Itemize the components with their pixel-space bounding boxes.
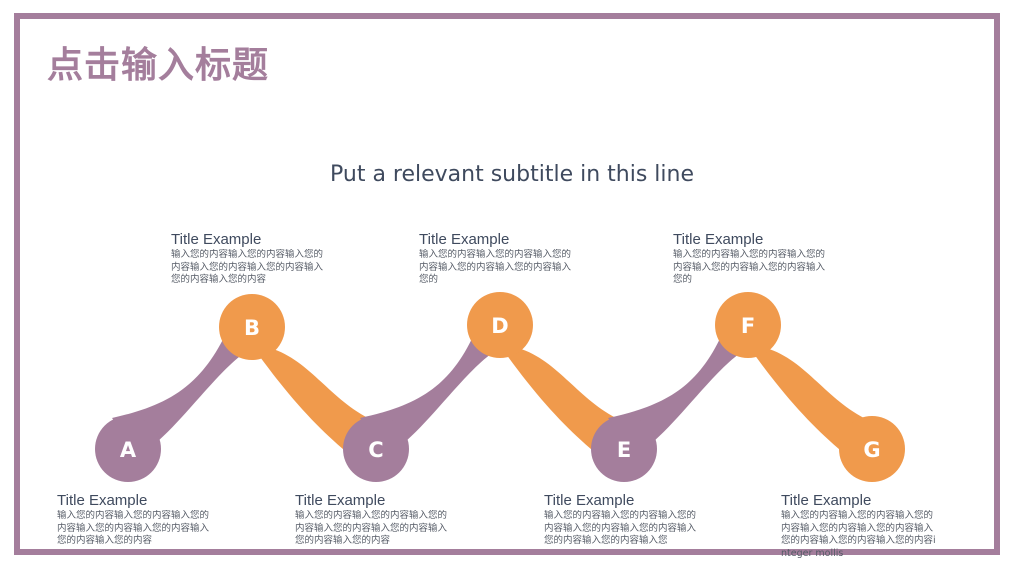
text-block-c[interactable]: Title Example 输入您的内容输入您的内容输入您的内容输入您的内容输入… [295, 492, 455, 547]
block-c-title: Title Example [295, 492, 386, 509]
page-title[interactable]: 点击输入标题 [47, 45, 270, 86]
node-a-label: A [120, 438, 137, 462]
node-c-label: C [368, 438, 383, 462]
block-c-body: 输入您的内容输入您的内容输入您的内容输入您的内容输入您的内容输入您的内容输入您的… [295, 510, 448, 546]
connector-d-e [496, 340, 620, 455]
block-a-body: 输入您的内容输入您的内容输入您的内容输入您的内容输入您的内容输入您的内容输入您的… [57, 510, 210, 546]
block-g-title: Title Example [781, 492, 872, 509]
block-f-title: Title Example [673, 231, 764, 248]
text-block-a[interactable]: Title Example 输入您的内容输入您的内容输入您的内容输入您的内容输入… [57, 492, 217, 547]
block-e-body: 输入您的内容输入您的内容输入您的内容输入您的内容输入您的内容输入您的内容输入您的… [544, 510, 697, 546]
node-f[interactable]: F [715, 292, 781, 358]
connector-c-d [360, 320, 506, 455]
text-block-b[interactable]: Title Example 输入您的内容输入您的内容输入您的内容输入您的内容输入… [171, 231, 331, 286]
node-d-label: D [491, 314, 508, 338]
node-g[interactable]: G [839, 416, 905, 482]
text-block-f[interactable]: Title Example 输入您的内容输入您的内容输入您的内容输入您的内容输入… [673, 231, 833, 286]
node-f-label: F [741, 314, 755, 338]
node-g-label: G [863, 438, 880, 462]
block-b-title: Title Example [171, 231, 262, 248]
block-g-body: 输入您的内容输入您的内容输入您的内容输入您的内容输入您的内容输入您的内容输入您的… [781, 510, 936, 559]
text-block-g[interactable]: Title Example 输入您的内容输入您的内容输入您的内容输入您的内容输入… [781, 492, 941, 560]
subtitle[interactable]: Put a relevant subtitle in this line [330, 162, 694, 187]
block-a-title: Title Example [57, 492, 148, 509]
block-f-body: 输入您的内容输入您的内容输入您的内容输入您的内容输入您的内容输入您的 [673, 249, 826, 285]
connector-a-b [112, 320, 258, 455]
connector-e-f [608, 320, 754, 455]
connector-f-g [744, 340, 868, 455]
block-e-title: Title Example [544, 492, 635, 509]
block-b-body: 输入您的内容输入您的内容输入您的内容输入您的内容输入您的内容输入您的内容输入您的… [171, 249, 324, 285]
slide-frame [14, 13, 1000, 555]
block-d-title: Title Example [419, 231, 510, 248]
connector-b-c [248, 340, 372, 455]
block-d-body: 输入您的内容输入您的内容输入您的内容输入您的内容输入您的内容输入您的 [419, 249, 572, 285]
node-b[interactable]: B [219, 294, 285, 360]
node-c[interactable]: C [343, 416, 409, 482]
node-e[interactable]: E [591, 416, 657, 482]
node-e-label: E [617, 438, 631, 462]
node-b-label: B [244, 316, 260, 340]
text-block-d[interactable]: Title Example 输入您的内容输入您的内容输入您的内容输入您的内容输入… [419, 231, 579, 286]
node-a[interactable]: A [95, 416, 161, 482]
text-block-e[interactable]: Title Example 输入您的内容输入您的内容输入您的内容输入您的内容输入… [544, 492, 704, 560]
node-d[interactable]: D [467, 292, 533, 358]
